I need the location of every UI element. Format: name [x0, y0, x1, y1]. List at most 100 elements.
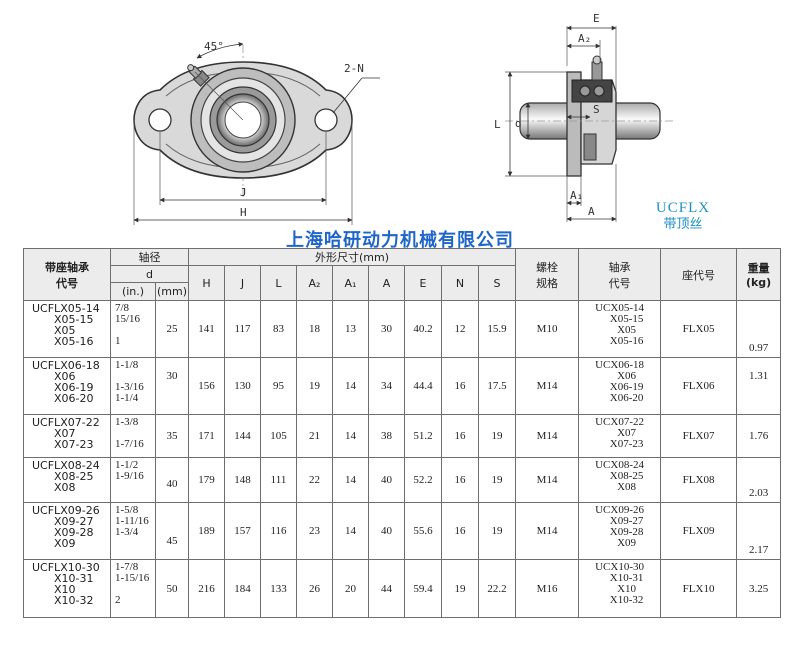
S-cell: 19	[477, 414, 517, 458]
A-cell: 44	[368, 559, 405, 618]
inch-cell: 1-1/2 1-9/16	[110, 457, 156, 503]
A2-cell: 26	[296, 559, 333, 618]
inch-cell: 1-7/8 1-15/16 2	[110, 559, 156, 618]
header-S: S	[477, 265, 517, 301]
housing-cell: FLX07	[660, 414, 738, 458]
housing-code-cell: UCFLX09-26 X09-27 X09-28 X09	[23, 502, 111, 560]
header-J: J	[224, 265, 261, 301]
L-cell: 133	[260, 559, 297, 618]
housing-code-cell: UCFLX08-24 X08-25 X08	[23, 457, 111, 503]
weight-cell: 3.25	[736, 559, 782, 618]
A-cell: 40	[368, 502, 405, 560]
N-cell: 16	[441, 414, 479, 458]
A2-cell: 19	[296, 357, 333, 415]
dim-A-label: A	[588, 205, 595, 218]
mm-cell: 40	[155, 457, 189, 503]
model-subtitle: 带顶丝	[663, 216, 703, 231]
hole-label: 2-N	[344, 62, 364, 75]
model-caption: UCFLX 带顶丝	[628, 200, 738, 232]
bolt-cell: M14	[515, 357, 580, 415]
S-cell: 17.5	[477, 357, 517, 415]
header-L: L	[260, 265, 297, 301]
bolt-cell: M10	[515, 300, 580, 358]
E-cell: 40.2	[404, 300, 442, 358]
dim-d-label: d	[515, 117, 522, 130]
N-cell: 19	[441, 559, 479, 618]
inch-cell: 1-1/8 1-3/16 1-1/4	[110, 357, 156, 415]
S-cell: 15.9	[477, 300, 517, 358]
S-cell: 19	[477, 457, 517, 503]
dim-S-label: S	[593, 103, 600, 116]
header-E: E	[404, 265, 442, 301]
A1-cell: 14	[332, 457, 369, 503]
front-view: 45° 2-N J H	[133, 40, 380, 225]
A1-cell: 14	[332, 502, 369, 560]
L-cell: 111	[260, 457, 297, 503]
L-cell: 116	[260, 502, 297, 560]
E-cell: 52.2	[404, 457, 442, 503]
table-row: UCFLX09-26 X09-27 X09-28 X09 1-5/8 1-11/…	[23, 502, 782, 560]
bearing-code-cell: UCX05-14 X05-15 X05 X05-16	[578, 300, 662, 358]
header-A1: A₁	[332, 265, 369, 301]
inch-cell: 7/8 15/16 1	[110, 300, 156, 358]
table-row: UCFLX07-22 X07 X07-23 1-3/8 1-7/16 35 17…	[23, 414, 782, 458]
header-dims: 外形尺寸(mm)	[187, 248, 517, 266]
table-row: UCFLX05-14 X05-15 X05 X05-16 7/8 15/16 1…	[23, 300, 782, 358]
inch-cell: 1-3/8 1-7/16	[110, 414, 156, 458]
dim-A2-label: A₂	[578, 32, 591, 45]
header-H: H	[188, 265, 225, 301]
dim-H-label: H	[240, 206, 247, 219]
header-bolt: 螺栓规格	[515, 248, 580, 301]
dim-L-label: L	[494, 118, 501, 131]
inch-cell: 1-5/8 1-11/16 1-3/4	[110, 502, 156, 560]
table-row: UCFLX08-24 X08-25 X08 1-1/2 1-9/16 40 17…	[23, 457, 782, 503]
A-cell: 30	[368, 300, 405, 358]
header-bearing: 轴承代号	[578, 248, 662, 301]
header-housing: 座代号	[660, 248, 738, 301]
L-cell: 105	[260, 414, 297, 458]
mm-cell: 35	[155, 414, 189, 458]
S-cell: 19	[477, 502, 517, 560]
table-row: UCFLX10-30 X10-31 X10 X10-32 1-7/8 1-15/…	[23, 559, 782, 618]
angle-label: 45°	[204, 40, 224, 53]
E-cell: 44.4	[404, 357, 442, 415]
J-cell: 148	[224, 457, 261, 503]
A2-cell: 23	[296, 502, 333, 560]
housing-cell: FLX10	[660, 559, 738, 618]
bearing-code-cell: UCX09-26 X09-27 X09-28 X09	[578, 502, 662, 560]
E-cell: 55.6	[404, 502, 442, 560]
technical-drawings: 45° 2-N J H E	[133, 12, 675, 225]
A1-cell: 20	[332, 559, 369, 618]
dim-J-label: J	[240, 186, 247, 199]
header-mm: (mm)	[155, 282, 189, 301]
bolt-cell: M14	[515, 502, 580, 560]
J-cell: 117	[224, 300, 261, 358]
A-cell: 34	[368, 357, 405, 415]
E-cell: 51.2	[404, 414, 442, 458]
A1-cell: 13	[332, 300, 369, 358]
weight-cell: 1.76	[736, 414, 782, 458]
housing-code-cell: UCFLX05-14 X05-15 X05 X05-16	[23, 300, 111, 358]
header-weight: 重量(kg)	[736, 248, 782, 301]
A2-cell: 21	[296, 414, 333, 458]
S-cell: 22.2	[477, 559, 517, 618]
weight-cell: 1.31	[736, 357, 782, 415]
housing-cell: FLX08	[660, 457, 738, 503]
A1-cell: 14	[332, 357, 369, 415]
header-housing-code: 带座轴承代号	[23, 248, 111, 301]
A-cell: 38	[368, 414, 405, 458]
N-cell: 16	[441, 357, 479, 415]
side-view: E A₂ L d S A₁ A	[494, 12, 675, 222]
bolt-cell: M14	[515, 457, 580, 503]
mm-cell: 25	[155, 300, 189, 358]
J-cell: 130	[224, 357, 261, 415]
A-cell: 40	[368, 457, 405, 503]
bearing-code-cell: UCX08-24 X08-25 X08	[578, 457, 662, 503]
header-in: (in.)	[110, 282, 156, 301]
H-cell: 189	[188, 502, 225, 560]
dim-A1-label: A₁	[570, 189, 583, 202]
housing-cell: FLX05	[660, 300, 738, 358]
A2-cell: 22	[296, 457, 333, 503]
N-cell: 16	[441, 502, 479, 560]
header-A2: A₂	[296, 265, 333, 301]
